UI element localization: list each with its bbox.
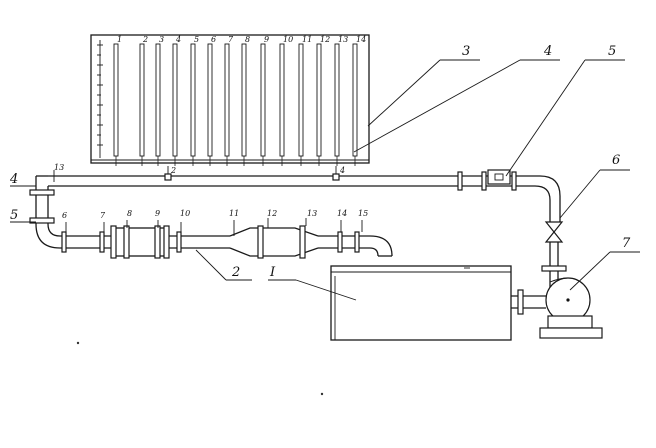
diffuser-top xyxy=(229,227,319,237)
valve-bottom xyxy=(544,231,564,243)
upper-tap-label: 2 xyxy=(170,166,176,175)
tube-number: 14 xyxy=(356,35,366,44)
callout-scale: 4 xyxy=(543,44,552,59)
piezometer-tube xyxy=(334,43,340,157)
tube-number: 2 xyxy=(142,35,148,44)
scan-speck xyxy=(320,392,324,396)
flow-meter xyxy=(487,169,511,185)
upper-pipe: 2 4 xyxy=(48,166,561,222)
tank-body xyxy=(330,265,512,341)
piezometer-tube xyxy=(155,43,161,157)
tap-fitting xyxy=(164,173,172,181)
flange xyxy=(354,231,360,253)
tube-number: 6 xyxy=(211,35,216,44)
callout-valve: 6 xyxy=(612,153,620,168)
panel-scale xyxy=(97,40,103,158)
pump-base xyxy=(547,315,593,329)
callout-tank: I xyxy=(269,265,276,280)
water-tank xyxy=(330,265,512,341)
lower-taps: 6 7 8 9 10 11 12 13 14 15 xyxy=(62,209,368,236)
piezometer-tube xyxy=(279,43,285,157)
pump xyxy=(511,277,603,339)
outlet-bend xyxy=(369,235,393,257)
flange xyxy=(176,231,182,253)
lower-tap-label: 12 xyxy=(267,209,277,218)
upper-tap-label: 4 xyxy=(339,166,345,175)
lower-tap-label: 11 xyxy=(229,209,239,218)
callout-piezometer-tube: 3 xyxy=(462,44,470,59)
lower-tap-label: 14 xyxy=(337,209,347,218)
flow-meter-window xyxy=(494,173,504,181)
callout-labels: 3 4 5 6 7 2 I 13 4 5 xyxy=(9,44,631,280)
piezometer-tubes xyxy=(113,43,358,166)
lower-tap-label: 8 xyxy=(127,209,132,218)
flange xyxy=(61,231,67,253)
lower-tap-label: 15 xyxy=(358,209,368,218)
piezometer-tube-numbers: 1 2 3 4 5 6 7 8 9 10 11 12 13 14 xyxy=(117,35,366,44)
flange xyxy=(110,225,117,259)
flange xyxy=(337,231,343,253)
pump-inlet-flange xyxy=(517,289,524,315)
lower-tap-label: 6 xyxy=(62,211,67,220)
flange xyxy=(299,225,306,259)
tube-number: 8 xyxy=(245,35,250,44)
flange xyxy=(257,225,264,259)
callout-pipeline: 2 xyxy=(231,265,240,280)
riser-flange xyxy=(29,189,55,196)
piezometer-tube xyxy=(298,43,304,157)
piezometer-tube xyxy=(207,43,213,157)
piezometer-tube xyxy=(260,43,266,157)
tube-number: 4 xyxy=(175,35,181,44)
lower-pipe xyxy=(60,225,393,259)
leader-lines xyxy=(10,59,640,301)
lower-tap-label: 7 xyxy=(100,211,106,220)
callout-flow-meter: 5 xyxy=(608,44,616,59)
piezometer-tube xyxy=(224,43,230,157)
piezometer-tube xyxy=(139,43,145,157)
pump-shaft xyxy=(566,298,570,302)
flange xyxy=(99,231,105,253)
piezometer-panel: 1 2 3 4 5 6 7 8 9 10 11 12 13 14 xyxy=(90,34,370,166)
lower-tap-label: 13 xyxy=(307,209,317,218)
piezometer-tube xyxy=(190,43,196,157)
piezometer-tube xyxy=(316,43,322,157)
scan-speck xyxy=(76,341,80,345)
lower-tap-label: 9 xyxy=(155,209,160,218)
tube-number: 9 xyxy=(264,35,269,44)
left-label-5: 5 xyxy=(10,208,18,223)
panel-frame xyxy=(90,34,370,164)
left-label-13: 13 xyxy=(54,163,64,172)
tube-number: 7 xyxy=(228,35,234,44)
flange xyxy=(511,171,517,191)
pump-foundation xyxy=(539,327,603,339)
callout-pump: 7 xyxy=(622,236,631,251)
piezometer-tube xyxy=(113,43,119,157)
valve-flange xyxy=(541,265,567,272)
lower-tap-label: 10 xyxy=(180,209,190,218)
tube-number: 12 xyxy=(320,35,330,44)
flange xyxy=(163,225,170,259)
piezometer-tube xyxy=(241,43,247,157)
left-label-4: 4 xyxy=(9,172,18,187)
diffuser-bottom xyxy=(229,247,319,257)
riser-flange xyxy=(29,217,55,224)
tube-number: 3 xyxy=(159,35,164,44)
left-riser xyxy=(29,170,61,249)
flange xyxy=(154,225,161,259)
tube-number: 13 xyxy=(338,35,348,44)
flange xyxy=(123,225,130,259)
flange xyxy=(481,171,487,191)
tap-fitting xyxy=(332,173,340,181)
tube-number: 1 xyxy=(117,35,122,44)
flange xyxy=(457,171,463,191)
tube-number: 11 xyxy=(302,35,312,44)
tube-number: 10 xyxy=(283,35,293,44)
tube-number: 5 xyxy=(194,35,199,44)
piezometer-tube xyxy=(172,43,178,157)
piezometer-tube xyxy=(352,43,358,157)
valve-top xyxy=(544,221,564,233)
